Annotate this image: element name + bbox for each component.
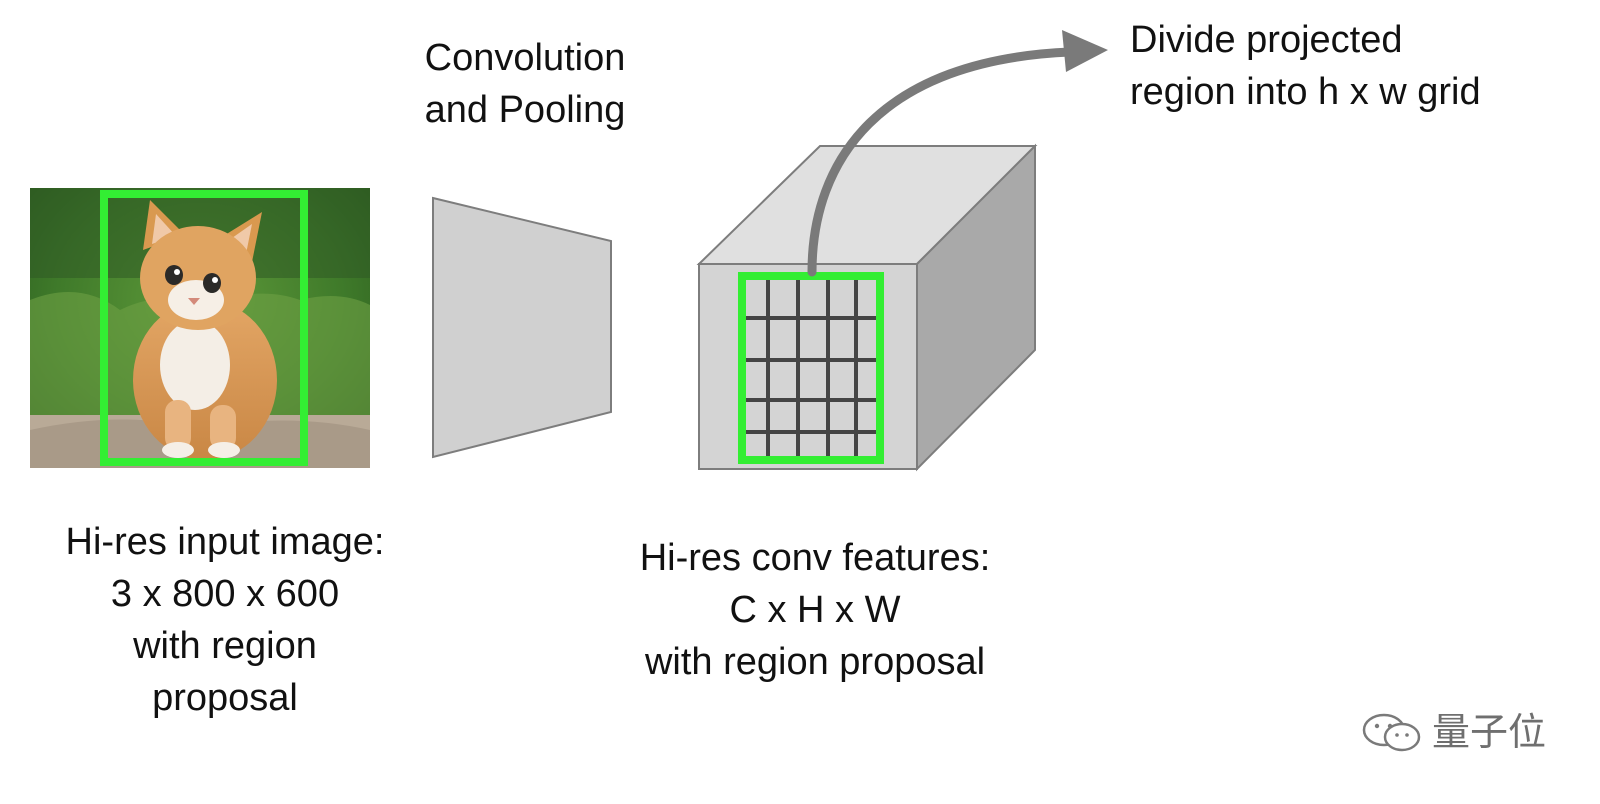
features-caption: Hi-res conv features: C x H x W with reg… xyxy=(600,532,1030,688)
divide-line-2: region into h x w grid xyxy=(1130,71,1481,113)
features-caption-line-3: with region proposal xyxy=(644,641,986,683)
divide-arrow xyxy=(807,47,1075,277)
input-image xyxy=(30,188,370,468)
features-caption-line-1: Hi-res conv features: xyxy=(639,537,991,579)
input-caption-line-4: proposal xyxy=(152,677,298,719)
divide-line-1: Divide projected xyxy=(1130,19,1403,61)
input-region-proposal xyxy=(100,190,308,466)
conv-pool-line-2: and Pooling xyxy=(424,89,626,131)
input-caption-line-3: with region xyxy=(133,625,317,667)
features-caption-line-2: C x H x W xyxy=(729,589,901,631)
conv-pool-label: Convolution and Pooling xyxy=(400,32,650,136)
watermark: 量子位 xyxy=(1360,712,1546,752)
divide-label: Divide projected region into h x w grid xyxy=(1130,14,1481,118)
wechat-icon xyxy=(1362,713,1421,752)
watermark-text: 量子位 xyxy=(1432,710,1547,754)
divide-arrow-head xyxy=(1062,30,1108,72)
volume-front-face xyxy=(698,263,918,470)
input-caption: Hi-res input image: 3 x 800 x 600 with r… xyxy=(20,516,430,724)
feature-volume xyxy=(696,143,1038,472)
projected-grid xyxy=(744,276,880,461)
input-caption-line-2: 3 x 800 x 600 xyxy=(110,573,340,615)
conv-pool-block xyxy=(432,196,612,459)
conv-pool-line-1: Convolution xyxy=(424,37,626,79)
input-caption-line-1: Hi-res input image: xyxy=(65,521,385,563)
